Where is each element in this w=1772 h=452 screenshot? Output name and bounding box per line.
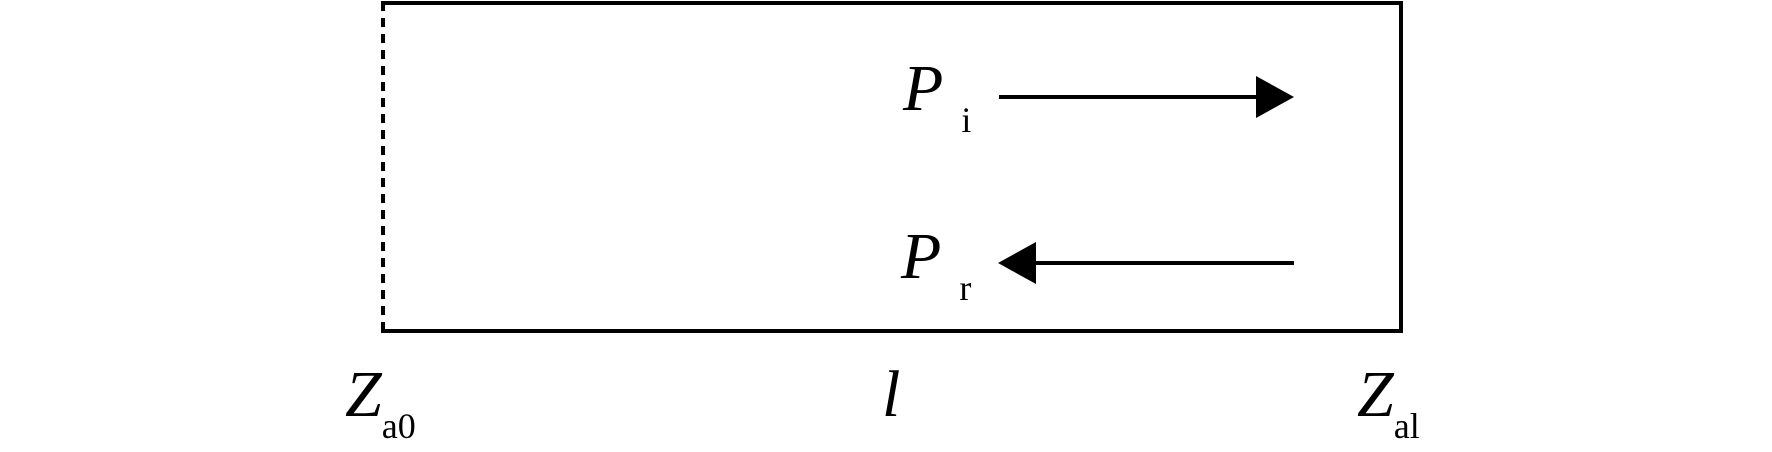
reflected-arrow [998, 242, 1294, 284]
right-impedance-subscript: al [1393, 406, 1420, 446]
reflected-wave-symbol: P [901, 220, 942, 293]
incident-arrow [999, 76, 1294, 118]
left-impedance-label: Za0 [345, 362, 416, 446]
left-impedance-subscript: a0 [381, 406, 416, 446]
right-impedance-label: Zal [1357, 362, 1420, 446]
incident-wave-subscript: i [961, 100, 972, 140]
length-label: l [882, 362, 900, 428]
right-impedance-symbol: Z [1357, 358, 1394, 431]
incident-wave-symbol: P [903, 52, 944, 125]
reflected-wave-subscript: r [959, 268, 972, 308]
left-impedance-symbol: Z [345, 358, 382, 431]
length-symbol: l [882, 358, 901, 431]
